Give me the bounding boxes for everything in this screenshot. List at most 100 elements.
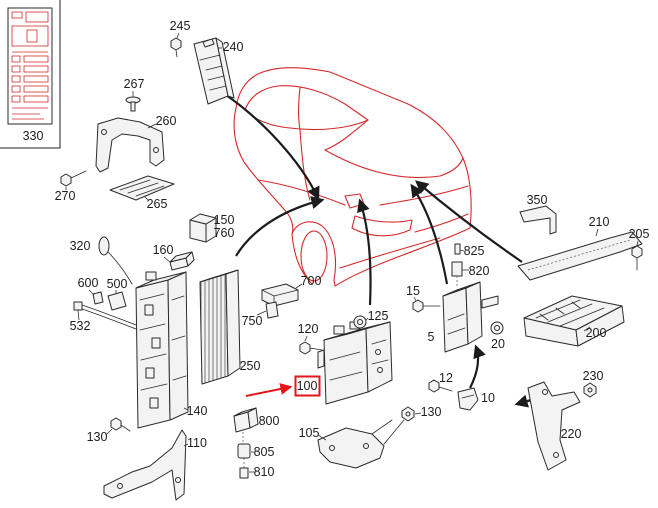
leader-110 [183, 443, 189, 447]
leader-750 [256, 310, 267, 316]
side-body [233, 107, 294, 235]
module-tab [481, 295, 499, 309]
callout-820[interactable]: 820 [469, 264, 490, 278]
callout-330[interactable]: 330 [23, 129, 44, 143]
part-200-fuse-box [523, 295, 625, 347]
bracket-rod [371, 419, 405, 445]
callout-700[interactable]: 700 [301, 274, 322, 288]
clip-stem [130, 101, 136, 112]
callout-805[interactable]: 805 [254, 445, 275, 459]
vehicle-outline [233, 67, 472, 287]
callout-130-left[interactable]: 130 [87, 430, 108, 444]
callout-750[interactable]: 750 [242, 314, 263, 328]
callout-825[interactable]: 825 [464, 244, 485, 258]
callout-500[interactable]: 500 [107, 277, 128, 291]
module-side [167, 271, 189, 421]
window-pillar [297, 87, 301, 131]
part-100-module [317, 321, 393, 405]
callout-245[interactable]: 245 [170, 19, 191, 33]
callout-800[interactable]: 800 [259, 414, 280, 428]
callout-265[interactable]: 265 [147, 197, 168, 211]
highlight-arrow [245, 383, 293, 397]
leader-130-left [105, 428, 113, 436]
panel-body [517, 231, 643, 281]
callout-110[interactable]: 110 [187, 436, 207, 450]
bolt-head [110, 417, 122, 431]
callout-260[interactable]: 260 [156, 114, 177, 128]
callout-125[interactable]: 125 [368, 309, 389, 323]
callout-600[interactable]: 600 [78, 276, 99, 290]
callout-5[interactable]: 5 [428, 330, 435, 344]
callout-267[interactable]: 267 [124, 77, 145, 91]
relay-top [233, 407, 257, 417]
module-top [442, 281, 481, 297]
callout-10[interactable]: 10 [481, 391, 495, 405]
callout-250[interactable]: 250 [240, 359, 261, 373]
callout-810[interactable]: 810 [254, 465, 275, 479]
callout-200[interactable]: 200 [586, 326, 607, 340]
callout-270[interactable]: 270 [55, 189, 76, 203]
fuse-slot [145, 367, 155, 379]
leader-140 [183, 407, 189, 411]
part-body [454, 243, 461, 255]
callout-15[interactable]: 15 [406, 284, 420, 298]
leader-205 [636, 240, 639, 247]
wheel-arch [291, 221, 337, 287]
block-side [225, 269, 241, 377]
callout-320[interactable]: 320 [70, 239, 91, 253]
callout-140[interactable]: 140 [187, 404, 208, 418]
lower-body [334, 227, 471, 287]
windshield-lower [324, 149, 464, 179]
bracket-body [103, 429, 187, 501]
part-330-fuse-label-panel [0, 0, 61, 149]
callout-532[interactable]: 532 [70, 319, 91, 333]
part-267-clip [125, 91, 141, 112]
part-825 [454, 243, 465, 255]
callout-20[interactable]: 20 [491, 337, 505, 351]
belt-line [257, 179, 346, 206]
part-120-bolt [299, 335, 323, 355]
wheel [300, 230, 328, 282]
module-socket [375, 349, 381, 355]
callout-120[interactable]: 120 [298, 322, 319, 336]
bolt-head [428, 379, 440, 393]
callout-230[interactable]: 230 [583, 369, 604, 383]
selected-part-highlight [245, 375, 321, 397]
pad-hatch [119, 179, 165, 197]
callout-220[interactable]: 220 [561, 427, 582, 441]
tie-head [73, 301, 83, 311]
part-500 [107, 290, 127, 311]
hood-line [379, 185, 469, 206]
bolt-shaft [309, 347, 323, 351]
callout-100[interactable]: 100 [297, 379, 318, 393]
part-600 [88, 289, 104, 305]
leader-260 [147, 123, 157, 129]
callout-12[interactable]: 12 [439, 371, 453, 385]
part-body [239, 467, 249, 479]
part-350-bracket [519, 205, 557, 235]
callout-210[interactable]: 210 [589, 215, 610, 229]
callout-760[interactable]: 760 [214, 226, 235, 240]
leader-105 [317, 434, 327, 441]
part-140-control-module [135, 271, 189, 429]
leader-120 [304, 335, 308, 342]
callout-160[interactable]: 160 [153, 243, 174, 257]
panel-frame [0, 0, 61, 149]
callout-150[interactable]: 150 [214, 213, 235, 227]
location-arrows [225, 94, 541, 408]
callout-205[interactable]: 205 [629, 227, 650, 241]
leader-210 [595, 228, 599, 237]
callout-350[interactable]: 350 [527, 193, 548, 207]
part-body [237, 443, 251, 459]
callout-105[interactable]: 105 [299, 426, 320, 440]
part-220-bracket [527, 381, 581, 471]
panel-edge [527, 239, 631, 271]
part-270-bolt [60, 170, 87, 190]
roof-line [235, 67, 464, 159]
callout-labels: 330 245 240 267 260 270 265 150 760 160 … [23, 19, 650, 479]
callout-130-mid[interactable]: 130 [421, 405, 442, 419]
assembly-line [242, 432, 245, 468]
callout-240[interactable]: 240 [223, 40, 244, 54]
part-125-washer [353, 315, 369, 329]
